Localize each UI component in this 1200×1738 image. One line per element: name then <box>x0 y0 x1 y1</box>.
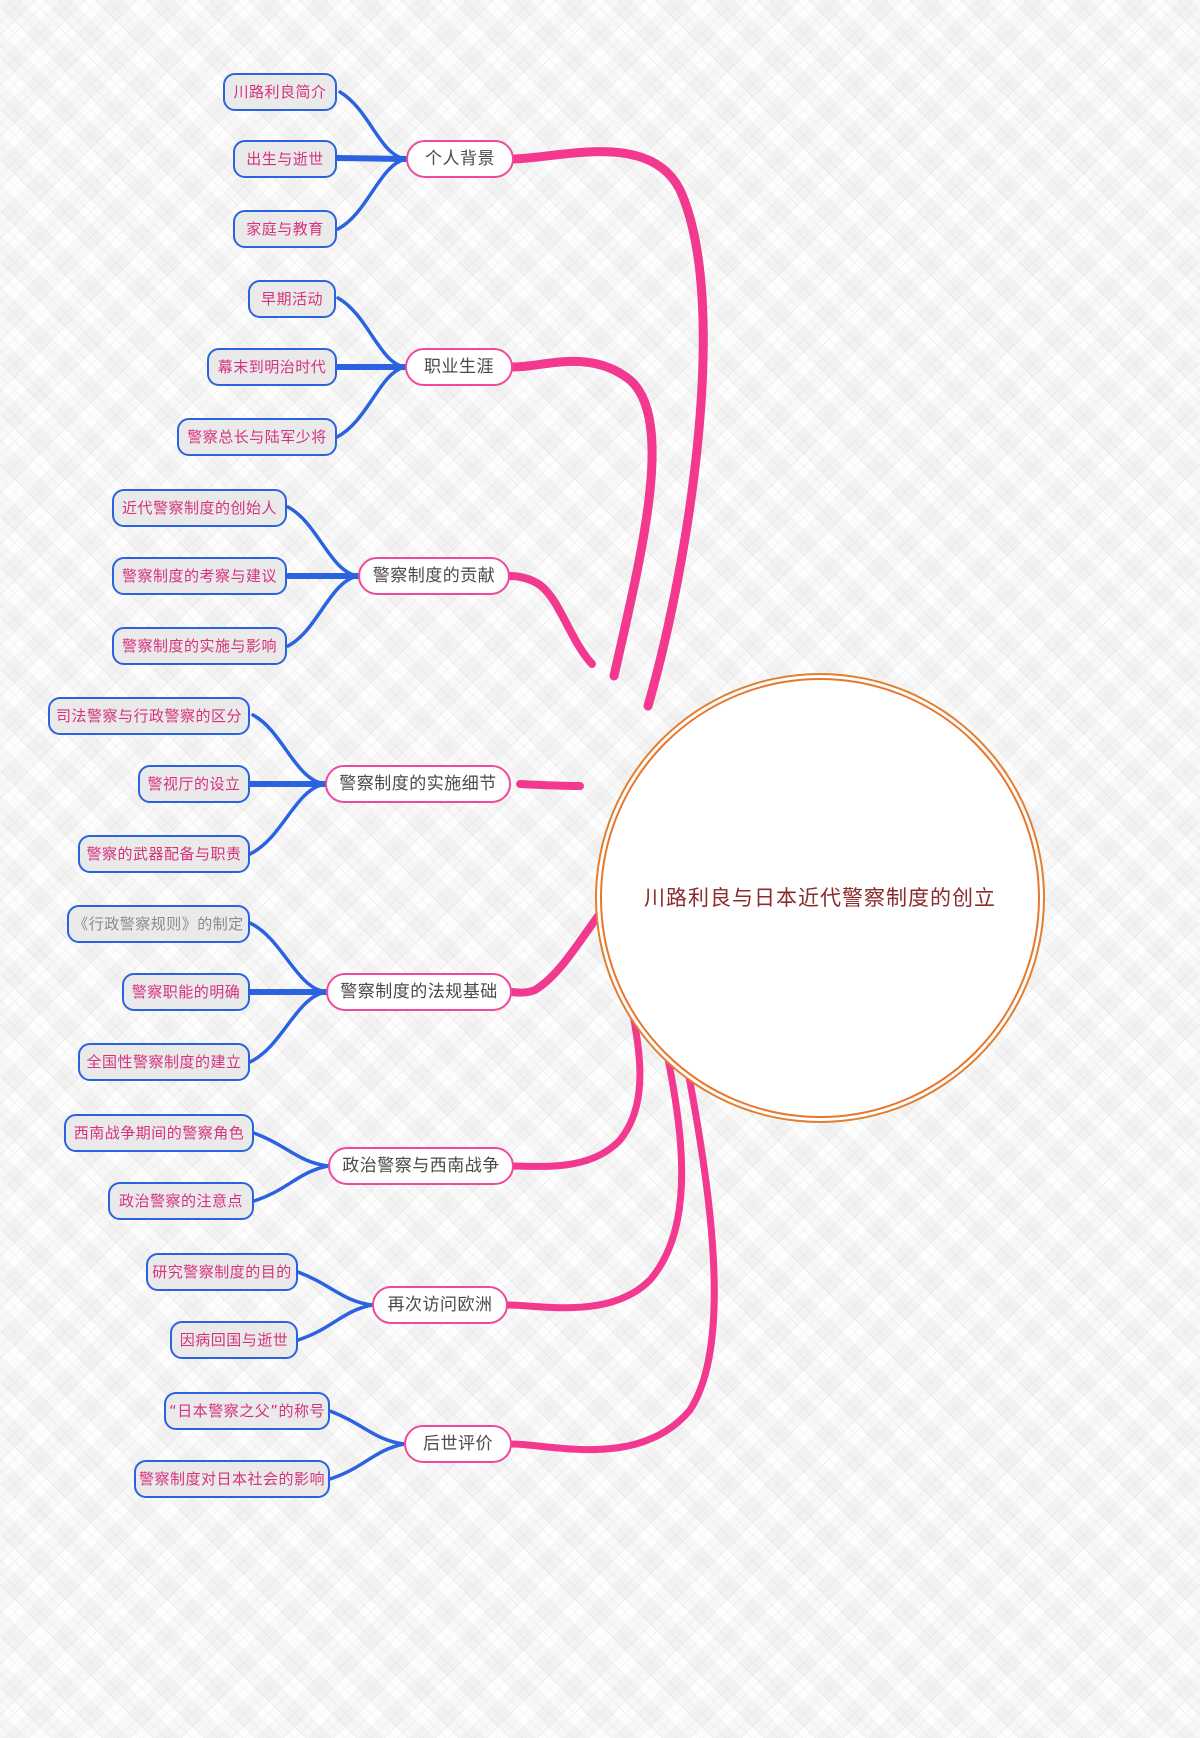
leaf-node-police-chief-major-general[interactable]: 警察总长与陆军少将 <box>177 418 337 456</box>
leaf-label: 警察职能的明确 <box>131 982 241 1001</box>
leaf-node-bakumatsu-meiji[interactable]: 幕末到明治时代 <box>207 348 337 386</box>
branch-label: 警察制度的贡献 <box>372 565 496 586</box>
leaf-node-keishicho-establishment[interactable]: 警视厅的设立 <box>138 765 250 803</box>
branch-label: 后世评价 <box>423 1433 493 1454</box>
branch-node-personal-background[interactable]: 个人背景 <box>406 140 514 178</box>
branch-label: 警察制度的实施细节 <box>339 773 497 794</box>
leaf-label: 因病回国与逝世 <box>179 1330 289 1349</box>
leaf-node-impact-on-japanese-society[interactable]: 警察制度对日本社会的影响 <box>134 1460 330 1498</box>
leaf-node-police-role-in-satsuma-war[interactable]: 西南战争期间的警察角色 <box>64 1114 254 1152</box>
leaf-node-clear-police-functions[interactable]: 警察职能的明确 <box>122 973 250 1011</box>
leaf-label: 警察制度的考察与建议 <box>122 566 278 585</box>
leaf-label: 幕末到明治时代 <box>217 357 327 376</box>
leaf-label: 司法警察与行政警察的区分 <box>56 706 243 725</box>
branch-label: 政治警察与西南战争 <box>342 1155 500 1176</box>
leaf-label: 早期活动 <box>261 289 324 308</box>
leaf-label: 近代警察制度的创始人 <box>122 498 278 517</box>
leaf-node-administrative-police-rules[interactable]: 《行政警察规则》的制定 <box>67 905 250 943</box>
leaf-node-kawaji-intro[interactable]: 川路利良简介 <box>223 73 337 111</box>
leaf-label: 警察总长与陆军少将 <box>187 427 327 446</box>
branch-node-implementation-details[interactable]: 警察制度的实施细节 <box>325 765 511 803</box>
branch-node-legal-basis[interactable]: 警察制度的法规基础 <box>326 973 512 1011</box>
leaf-node-birth-death[interactable]: 出生与逝世 <box>233 140 337 178</box>
leaf-node-father-of-japanese-police[interactable]: “日本警察之父”的称号 <box>164 1392 330 1430</box>
leaf-node-implementation-and-impact[interactable]: 警察制度的实施与影响 <box>112 627 287 665</box>
branch-node-second-europe-visit[interactable]: 再次访问欧洲 <box>372 1286 508 1324</box>
branch-node-police-system-contribution[interactable]: 警察制度的贡献 <box>358 557 510 595</box>
leaf-label: 政治警察的注意点 <box>119 1191 244 1210</box>
leaf-node-founder-modern-police[interactable]: 近代警察制度的创始人 <box>112 489 287 527</box>
branch-label: 警察制度的法规基础 <box>340 981 498 1002</box>
leaf-label: 研究警察制度的目的 <box>152 1262 292 1281</box>
leaf-label: 警视厅的设立 <box>147 774 241 793</box>
branch-label: 个人背景 <box>425 148 495 169</box>
leaf-label: 川路利良简介 <box>233 82 327 101</box>
leaf-label: 出生与逝世 <box>246 149 324 168</box>
root-label: 川路利良与日本近代警察制度的创立 <box>644 885 996 910</box>
leaf-label: 警察制度的实施与影响 <box>122 636 278 655</box>
leaf-label: 警察制度对日本社会的影响 <box>139 1469 326 1488</box>
branch-label: 再次访问欧洲 <box>387 1294 493 1315</box>
leaf-node-family-education[interactable]: 家庭与教育 <box>233 210 337 248</box>
leaf-node-illness-return-and-death[interactable]: 因病回国与逝世 <box>170 1321 298 1359</box>
branch-label: 职业生涯 <box>424 356 494 377</box>
leaf-node-inspection-and-proposals[interactable]: 警察制度的考察与建议 <box>112 557 287 595</box>
leaf-node-early-activities[interactable]: 早期活动 <box>248 280 336 318</box>
leaf-node-judicial-vs-administrative[interactable]: 司法警察与行政警察的区分 <box>48 697 250 735</box>
leaf-label: 警察的武器配备与职责 <box>86 844 242 863</box>
branch-node-political-police-satsuma-war[interactable]: 政治警察与西南战争 <box>328 1147 514 1185</box>
leaf-node-political-police-cautions[interactable]: 政治警察的注意点 <box>108 1182 254 1220</box>
leaf-label: 《行政警察规则》的制定 <box>73 914 244 933</box>
branch-node-career[interactable]: 职业生涯 <box>405 348 513 386</box>
leaf-label: 家庭与教育 <box>246 219 324 238</box>
leaf-label: 全国性警察制度的建立 <box>86 1052 242 1071</box>
leaf-node-nationwide-system[interactable]: 全国性警察制度的建立 <box>78 1043 250 1081</box>
leaf-label: “日本警察之父”的称号 <box>168 1401 326 1420</box>
root-node[interactable]: 川路利良与日本近代警察制度的创立 <box>600 678 1040 1118</box>
leaf-node-weapons-and-duties[interactable]: 警察的武器配备与职责 <box>78 835 250 873</box>
branch-node-posthumous-evaluation[interactable]: 后世评价 <box>404 1425 512 1463</box>
leaf-node-purpose-of-research[interactable]: 研究警察制度的目的 <box>146 1253 298 1291</box>
leaf-label: 西南战争期间的警察角色 <box>73 1123 245 1142</box>
